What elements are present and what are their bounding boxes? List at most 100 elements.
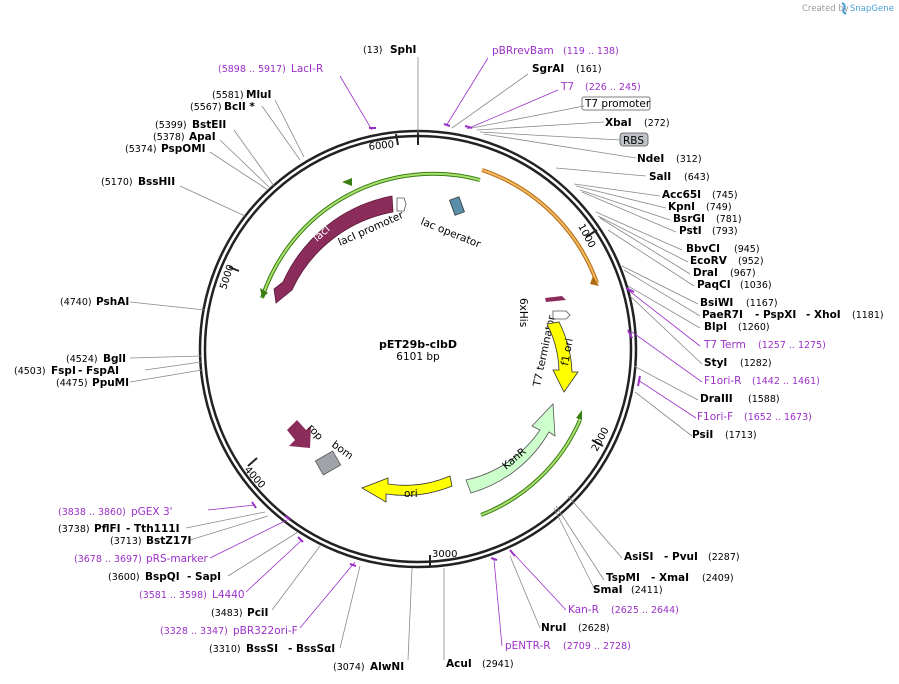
primer-laci-r[interactable]: (5898 .. 5917) LacI-R <box>218 63 323 75</box>
site-bsiWI[interactable]: BsiWI (1167) <box>700 297 778 309</box>
primer-pentr-r[interactable]: pENTR-R (2709 .. 2728) <box>505 640 631 652</box>
site-name: BssSI <box>246 643 278 655</box>
site-name: F1ori-R <box>704 375 741 387</box>
f1-ori-feature[interactable] <box>546 321 579 393</box>
ori-feature[interactable] <box>361 475 453 503</box>
site-pos: (2287) <box>708 552 740 563</box>
kan-arc-outline <box>480 419 582 517</box>
ori-label: ori <box>404 488 418 500</box>
primer-pgex3[interactable]: (3838 .. 3860) pGEX 3' <box>58 506 173 518</box>
site-alwNI[interactable]: (3074) AlwNI <box>333 661 404 673</box>
site-pciI[interactable]: (3483) PciI <box>211 607 268 619</box>
primer-t7[interactable]: T7 (226 .. 245) <box>560 81 641 93</box>
site-bstZ17I[interactable]: (3713) BstZ17I <box>110 535 191 547</box>
site-pos: (967) <box>730 268 756 279</box>
site-nruI[interactable]: NruI (2628) <box>541 622 610 634</box>
site-blpI[interactable]: BlpI (1260) <box>704 321 770 333</box>
site-pstI[interactable]: PstI (793) <box>679 225 738 237</box>
site-acc65I[interactable]: Acc65I (745) <box>662 189 738 201</box>
primer-pbrrevbam[interactable]: pBRrevBam (119 .. 138) <box>492 45 619 57</box>
site-name: BlpI <box>704 321 727 333</box>
site-name: F1ori-F <box>697 411 733 423</box>
site-bssHII[interactable]: (5170) BssHII <box>101 176 175 188</box>
site-name: KpnI <box>668 201 695 213</box>
site-sphI[interactable]: (13) SphI <box>363 44 416 56</box>
f1-ori-label: f1 ori <box>559 337 576 366</box>
site-asiSI[interactable]: AsiSI - PvuI (2287) <box>624 551 740 563</box>
site-fspI[interactable]: (4503) FspI - FspAI <box>14 365 119 377</box>
primer-prs-marker[interactable]: (3678 .. 3697) pRS-marker <box>74 553 209 565</box>
site-name: LacI-R <box>291 63 323 75</box>
rbs-box[interactable] <box>619 132 649 147</box>
site-ecoRV[interactable]: EcoRV (952) <box>690 255 764 267</box>
site-name: T7 <box>560 81 574 93</box>
site-styI[interactable]: StyI (1282) <box>704 357 772 369</box>
primer-t7-term[interactable]: T7 Term (1257 .. 1275) <box>703 339 826 351</box>
primer-pbr322ori-f[interactable]: (3328 .. 3347) pBR322ori-F <box>160 625 298 637</box>
site-sgrAI[interactable]: SgrAI (161) <box>532 63 602 75</box>
site-apaI[interactable]: (5378) ApaI <box>153 131 216 143</box>
site-bspQI[interactable]: (3600) BspQI - SapI <box>108 571 221 583</box>
site-pos: (13) <box>363 45 383 56</box>
site-tspMI[interactable]: TspMI - XmaI (2409) <box>606 572 734 584</box>
site-pos: (745) <box>712 190 738 201</box>
site-bssSI[interactable]: (3310) BssSI - BssSαI <box>209 643 335 655</box>
site-xbaI[interactable]: XbaI (272) <box>605 117 670 129</box>
site-psiI[interactable]: PsiI (1713) <box>692 429 757 441</box>
site-bstEII[interactable]: (5399) BstEII <box>155 119 226 131</box>
site-draIII[interactable]: DraIII (1588) <box>700 393 780 405</box>
site-name: MluI <box>246 89 271 101</box>
site-ndeI[interactable]: NdeI (312) <box>637 153 702 165</box>
site-name: PshAI <box>96 296 129 308</box>
t7-terminator-feature[interactable] <box>552 310 571 320</box>
rop-feature[interactable] <box>287 420 311 448</box>
lac-operator-feature[interactable] <box>449 196 465 216</box>
site-bbvCI[interactable]: BbvCI (945) <box>686 243 760 255</box>
site-pflFI[interactable]: (3738) PflFI - Tth111I <box>58 523 180 535</box>
site-name: AcuI <box>446 658 472 670</box>
site-name: NruI <box>541 622 566 634</box>
site-pos: (3074) <box>333 662 365 673</box>
site-pos: (226 .. 245) <box>585 82 641 93</box>
lacI-feature[interactable] <box>273 195 394 304</box>
site-name: StyI <box>704 357 727 369</box>
site-draI[interactable]: DraI (967) <box>693 267 756 279</box>
site-name: L4440 <box>212 589 245 601</box>
primer-l4440[interactable]: (3581 .. 3598) L4440 <box>139 589 245 601</box>
kanr-feature[interactable] <box>465 403 556 494</box>
6xhis-feature[interactable] <box>545 296 566 302</box>
lacI-promoter-feature[interactable] <box>396 197 407 212</box>
site-name: PsiI <box>692 429 713 441</box>
primer-f1ori-r[interactable]: F1ori-R (1442 .. 1461) <box>704 375 820 387</box>
site-pshAI[interactable]: (4740) PshAI <box>60 296 129 308</box>
primer-f1ori-f[interactable]: F1ori-F (1652 .. 1673) <box>697 411 812 423</box>
site-ppuMI[interactable]: (4475) PpuMI <box>56 377 129 389</box>
site-name-2: - XmaI <box>651 572 689 584</box>
watermark-created-by: Created by <box>802 4 849 14</box>
site-kpnI[interactable]: KpnI (749) <box>668 201 732 213</box>
site-pos: (4475) <box>56 378 88 389</box>
site-paqCI[interactable]: PaqCI (1036) <box>697 279 772 291</box>
site-bglI[interactable]: (4524) BglI <box>66 353 126 365</box>
site-name-2: - Tth111I <box>126 523 180 535</box>
site-pspOMI[interactable]: (5374) PspOMI <box>125 143 206 155</box>
site-bsrGI[interactable]: BsrGI (781) <box>673 213 742 225</box>
primer-kan-r[interactable]: Kan-R (2625 .. 2644) <box>568 604 679 616</box>
site-name: BclI * <box>224 101 255 113</box>
site-name: pGEX 3' <box>131 506 173 518</box>
site-pos: (3678 .. 3697) <box>74 554 142 565</box>
site-smaI[interactable]: SmaI (2411) <box>593 584 663 596</box>
site-mluI[interactable]: (5581) MluI <box>212 89 271 101</box>
site-salI[interactable]: SalI (643) <box>649 171 710 183</box>
site-name: DraI <box>693 267 718 279</box>
site-name: Kan-R <box>568 604 599 616</box>
t7-promoter-box[interactable] <box>581 96 651 111</box>
site-paeR7I[interactable]: PaeR7I - PspXI - XhoI (1181) <box>702 309 884 321</box>
left-site-leaders <box>129 57 419 661</box>
site-pos: (5378) <box>153 132 185 143</box>
site-bclI[interactable]: (5567) BclI * <box>190 101 255 113</box>
site-name: ApaI <box>189 131 216 143</box>
bom-feature[interactable] <box>314 450 342 476</box>
site-acuI[interactable]: AcuI (2941) <box>446 658 514 670</box>
site-pos: (3581 .. 3598) <box>139 590 207 601</box>
